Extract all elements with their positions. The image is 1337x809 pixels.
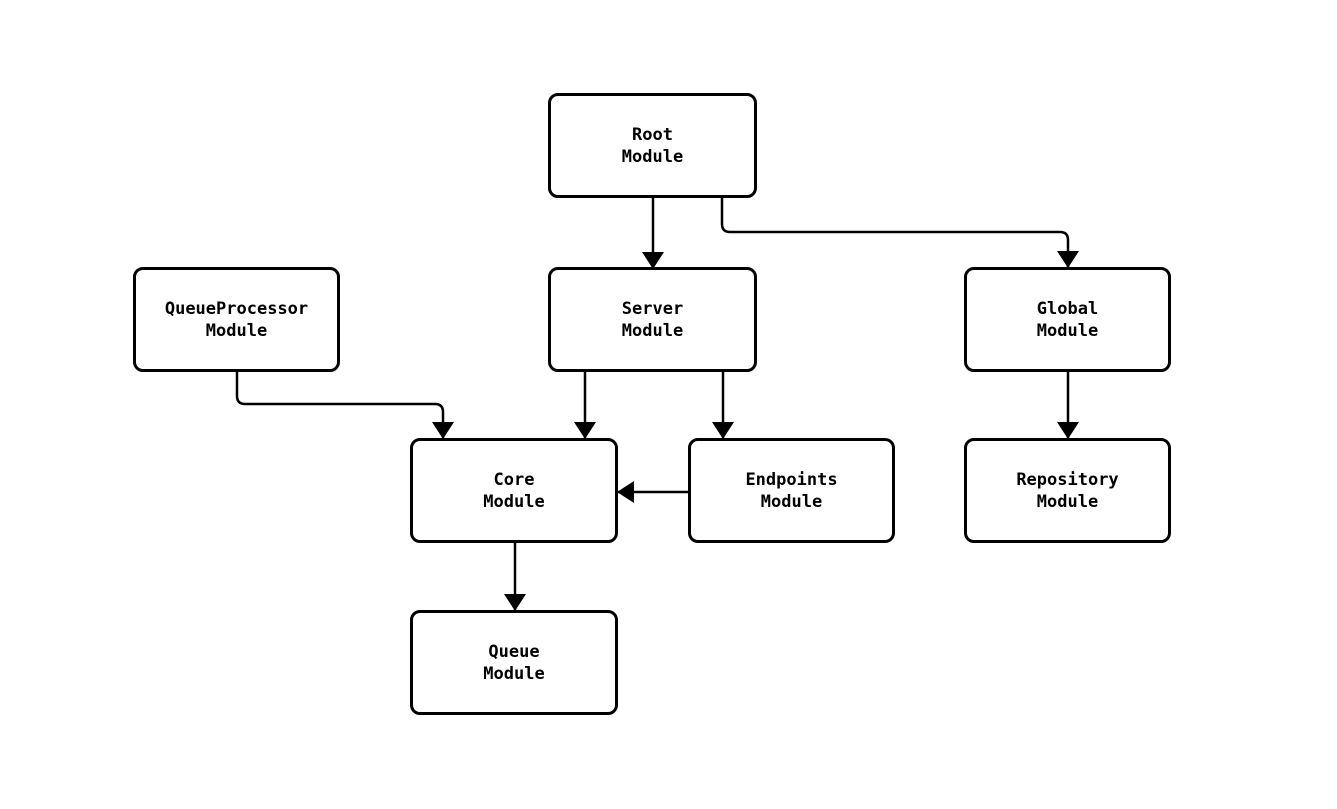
node-root-module-label: Root Module [621, 124, 684, 167]
node-endpoints-module: Endpoints Module [688, 438, 895, 543]
node-queueprocessor-module-label: QueueProcessor Module [164, 298, 309, 341]
node-endpoints-module-label: Endpoints Module [745, 469, 838, 512]
node-server-module: Server Module [548, 267, 757, 372]
edge-queueprocessor-to-core [235, 372, 454, 439]
node-server-module-label: Server Module [621, 298, 684, 341]
node-queueprocessor-module: QueueProcessor Module [133, 267, 340, 372]
node-core-module-label: Core Module [483, 469, 545, 512]
node-repository-module: Repository Module [964, 438, 1171, 543]
node-global-module: Global Module [964, 267, 1171, 372]
node-global-module-label: Global Module [1036, 298, 1099, 341]
node-queue-module-label: Queue Module [483, 641, 545, 684]
edge-root-to-global [720, 198, 1079, 268]
node-core-module: Core Module [410, 438, 618, 543]
node-repository-module-label: Repository Module [1016, 469, 1119, 512]
node-root-module: Root Module [548, 93, 757, 198]
node-queue-module: Queue Module [410, 610, 618, 715]
